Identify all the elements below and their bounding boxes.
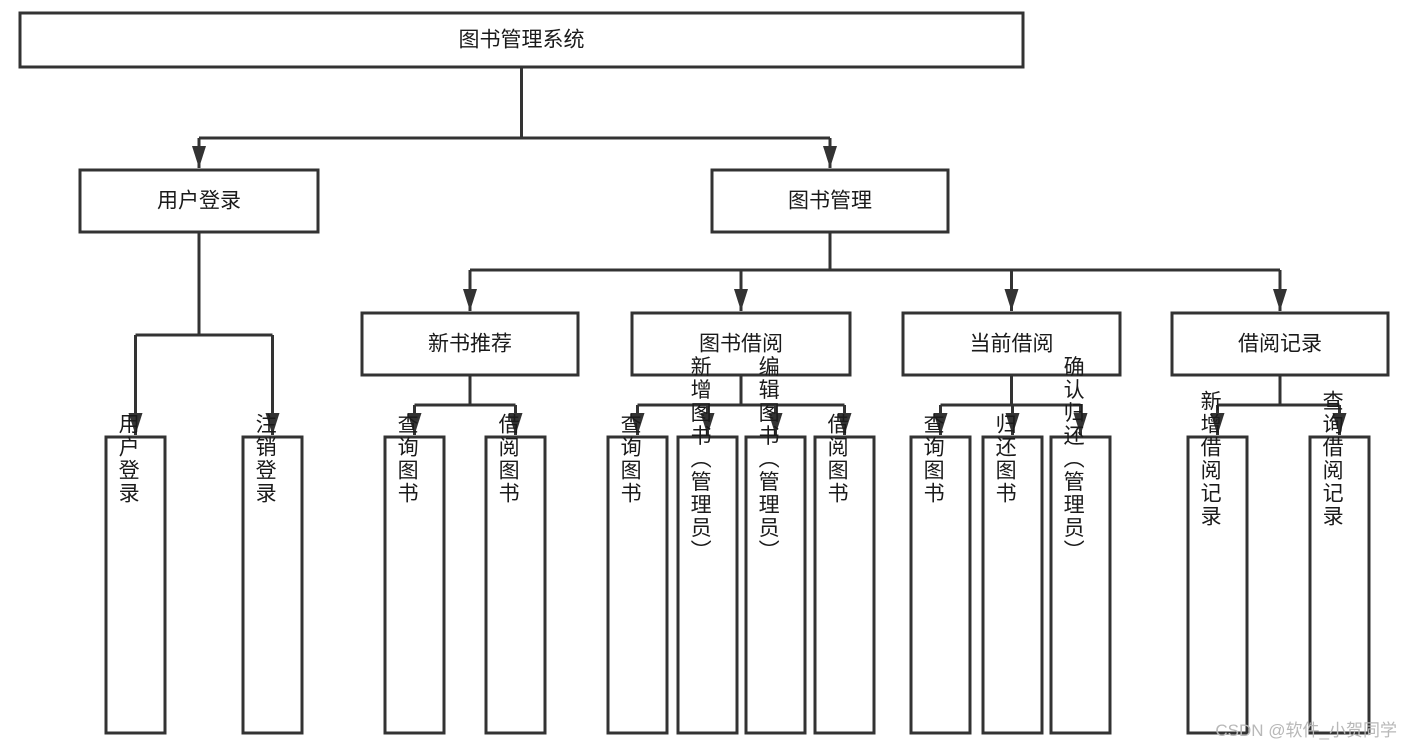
node-root-label: 图书管理系统 (459, 29, 585, 52)
arrow-head-icon (1332, 413, 1347, 435)
node-leaf-4-rect[interactable] (606, 435, 669, 735)
node-leaf-3-label: 借阅图书 (496, 413, 520, 505)
node-leaf-4[interactable]: 查询图书 (606, 413, 669, 735)
arrow-head-icon (407, 413, 422, 435)
node-level3-0-rect[interactable] (360, 311, 580, 377)
arrow-head-icon (837, 413, 852, 435)
arrow-head-icon (1005, 413, 1020, 435)
node-level3-3-rect[interactable] (1170, 311, 1390, 377)
node-level2-1-rect[interactable] (710, 168, 950, 234)
arrow-head-icon (630, 413, 645, 435)
node-leaf-6-rect[interactable] (744, 435, 807, 735)
arrow-head-icon (700, 413, 715, 435)
node-level3-2-label: 当前借阅 (970, 333, 1054, 356)
arrow-head-icon (1004, 289, 1019, 311)
node-leaf-6[interactable]: 编辑图书（管理员） (744, 356, 807, 735)
arrow-head-icon (734, 289, 748, 311)
arrow-head-icon (823, 146, 837, 168)
node-leaf-10-label: 确认归还（管理员） (1061, 356, 1085, 563)
node-leaf-8-rect[interactable] (909, 435, 972, 735)
node-level2-0[interactable]: 用户登录 (78, 168, 320, 234)
arrow-head-icon (508, 413, 523, 435)
node-leaf-5-rect[interactable] (676, 435, 739, 735)
node-leaf-6-label: 编辑图书（管理员） (756, 356, 780, 563)
arrow-head-icon (1210, 413, 1225, 435)
node-level2-1-label: 图书管理 (788, 190, 872, 213)
node-leaf-10-rect[interactable] (1049, 435, 1112, 735)
arrow-head-icon (1073, 413, 1088, 435)
node-level2-1[interactable]: 图书管理 (710, 168, 950, 234)
node-leaf-9-label: 归还图书 (993, 413, 1017, 505)
node-leaf-11-rect[interactable] (1186, 435, 1249, 735)
node-leaf-12-rect[interactable] (1308, 435, 1371, 735)
node-leaf-3-rect[interactable] (484, 435, 547, 735)
node-leaf-0-rect[interactable] (104, 435, 167, 735)
node-leaf-5[interactable]: 新增图书（管理员） (676, 356, 739, 735)
node-leaf-11[interactable]: 新增借阅记录 (1186, 390, 1249, 735)
node-leaf-4-label: 查询图书 (618, 413, 642, 505)
node-leaf-0[interactable]: 用户登录 (104, 413, 167, 735)
node-leaf-9-rect[interactable] (981, 435, 1044, 735)
arrow-head-icon (768, 413, 783, 435)
node-leaf-2-rect[interactable] (383, 435, 446, 735)
node-level3-1-label: 图书借阅 (699, 333, 783, 356)
node-leaf-5-label: 新增图书（管理员） (688, 356, 712, 563)
node-leaf-9[interactable]: 归还图书 (981, 413, 1044, 735)
node-level3-1[interactable]: 图书借阅 (630, 311, 852, 377)
node-level3-3[interactable]: 借阅记录 (1170, 311, 1390, 377)
node-level3-0[interactable]: 新书推荐 (360, 311, 580, 377)
node-leaf-8-label: 查询图书 (921, 413, 945, 505)
arrow-head-icon (192, 146, 206, 168)
node-leaf-1-rect[interactable] (241, 435, 304, 735)
arrow-head-icon (128, 413, 143, 435)
node-level3-1-rect[interactable] (630, 311, 852, 377)
node-leaf-12[interactable]: 查询借阅记录 (1308, 390, 1371, 735)
node-level3-3-label: 借阅记录 (1238, 333, 1322, 356)
node-leaf-11-label: 新增借阅记录 (1198, 390, 1222, 528)
node-leaf-3[interactable]: 借阅图书 (484, 413, 547, 735)
node-level3-2-rect[interactable] (901, 311, 1122, 377)
node-leaf-7-label: 借阅图书 (825, 413, 849, 505)
node-root-rect[interactable] (18, 11, 1025, 69)
arrow-head-icon (463, 289, 477, 311)
arrow-head-icon (265, 413, 280, 435)
node-layer: 图书管理系统用户登录图书管理新书推荐图书借阅当前借阅借阅记录用户登录注销登录查询… (18, 11, 1390, 735)
node-leaf-1-label: 注销登录 (253, 413, 277, 505)
node-level2-0-rect[interactable] (78, 168, 320, 234)
node-leaf-12-label: 查询借阅记录 (1320, 390, 1344, 528)
node-leaf-2-label: 查询图书 (395, 413, 419, 505)
node-level2-0-label: 用户登录 (157, 190, 241, 213)
node-leaf-10[interactable]: 确认归还（管理员） (1049, 356, 1112, 735)
node-level3-2[interactable]: 当前借阅 (901, 311, 1122, 377)
node-level3-0-label: 新书推荐 (428, 333, 512, 356)
arrow-head-icon (933, 413, 948, 435)
node-leaf-7[interactable]: 借阅图书 (813, 413, 876, 735)
node-leaf-8[interactable]: 查询图书 (909, 413, 972, 735)
arrow-head-icon (1273, 289, 1287, 311)
node-leaf-1[interactable]: 注销登录 (241, 413, 304, 735)
node-leaf-2[interactable]: 查询图书 (383, 413, 446, 735)
connector-layer (128, 67, 1347, 435)
node-root[interactable]: 图书管理系统 (18, 11, 1025, 69)
node-leaf-7-rect[interactable] (813, 435, 876, 735)
node-leaf-0-label: 用户登录 (116, 413, 140, 505)
csdn-watermark: CSDN @软件_小贺同学 (1215, 721, 1397, 740)
